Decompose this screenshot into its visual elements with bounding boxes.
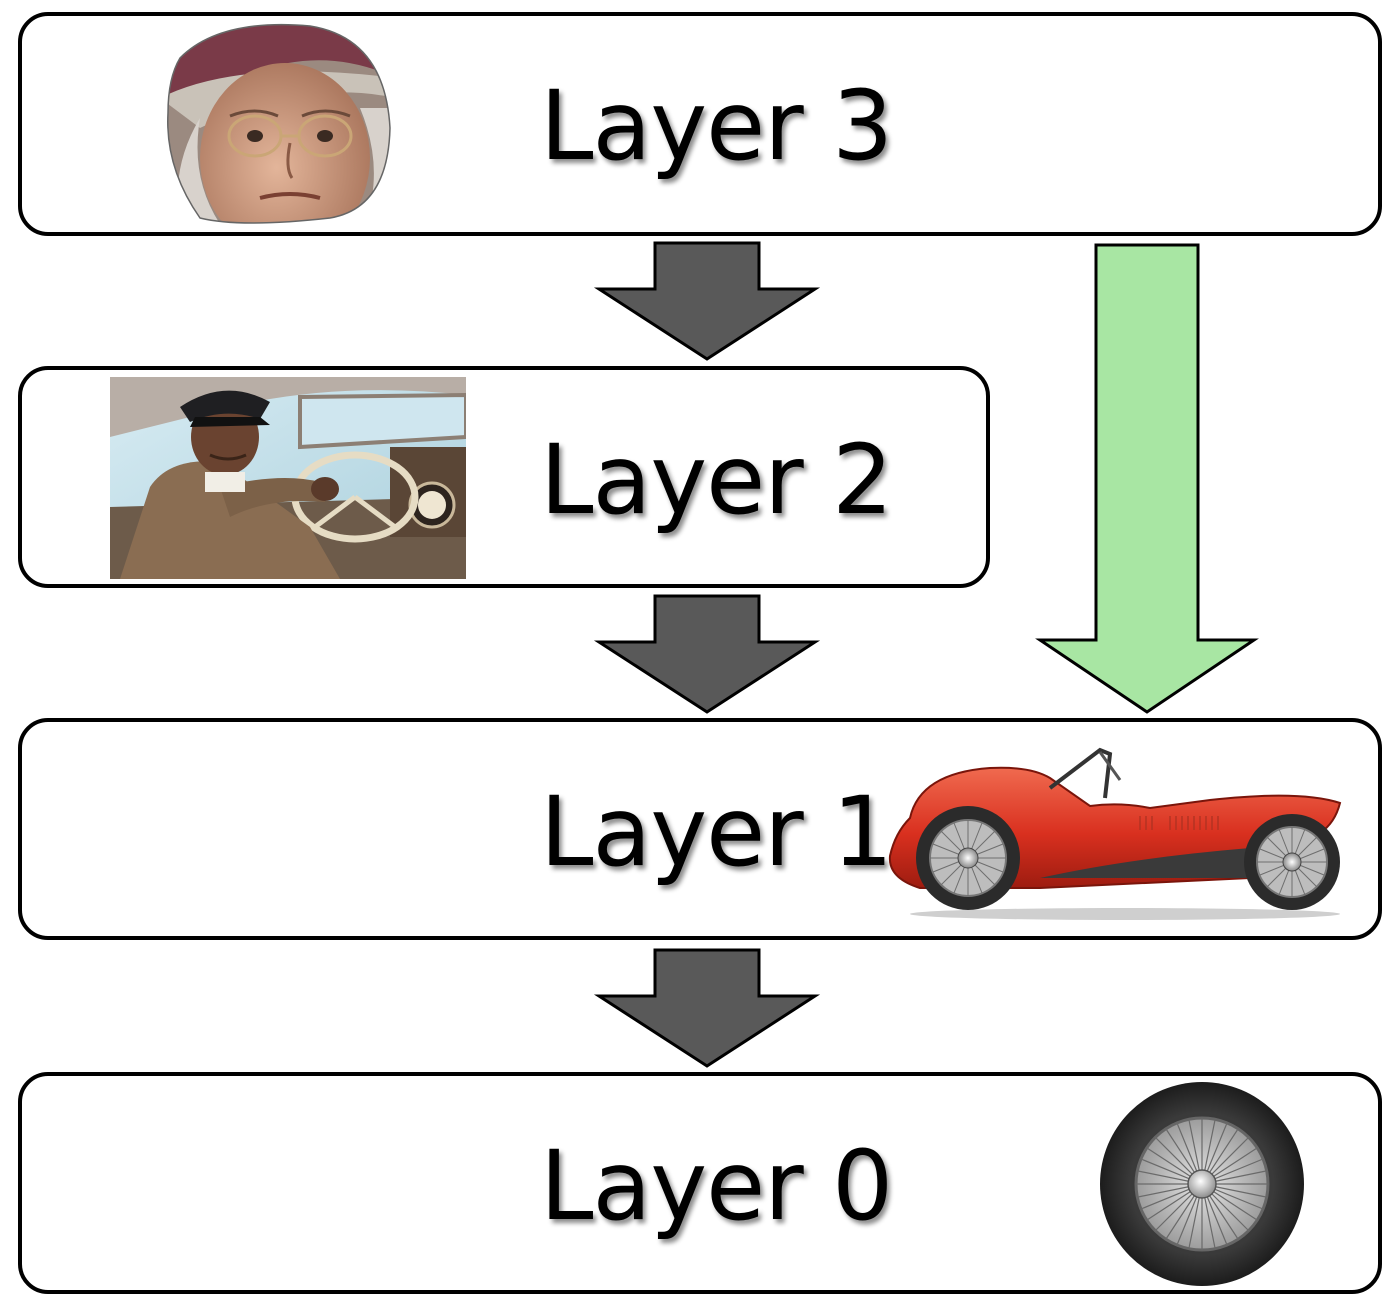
arrow-layer-1-to-layer-0 bbox=[593, 948, 821, 1068]
spoked-wheel-icon bbox=[1100, 1082, 1304, 1286]
arrow-layer-3-to-layer-2 bbox=[593, 241, 821, 361]
arrow-layer-2-to-layer-1 bbox=[593, 594, 821, 714]
layer-0-label: Layer 0 bbox=[540, 1130, 893, 1242]
layer-3-label: Layer 3 bbox=[540, 70, 893, 182]
old-woman-portrait-icon bbox=[167, 23, 391, 224]
chauffeur-driving-icon bbox=[110, 377, 466, 579]
layer-2-label: Layer 2 bbox=[540, 424, 893, 536]
layer-1-label: Layer 1 bbox=[540, 776, 893, 888]
arrow-layer-3-to-layer-1-green bbox=[1035, 243, 1259, 714]
red-vintage-car-icon bbox=[888, 747, 1342, 920]
